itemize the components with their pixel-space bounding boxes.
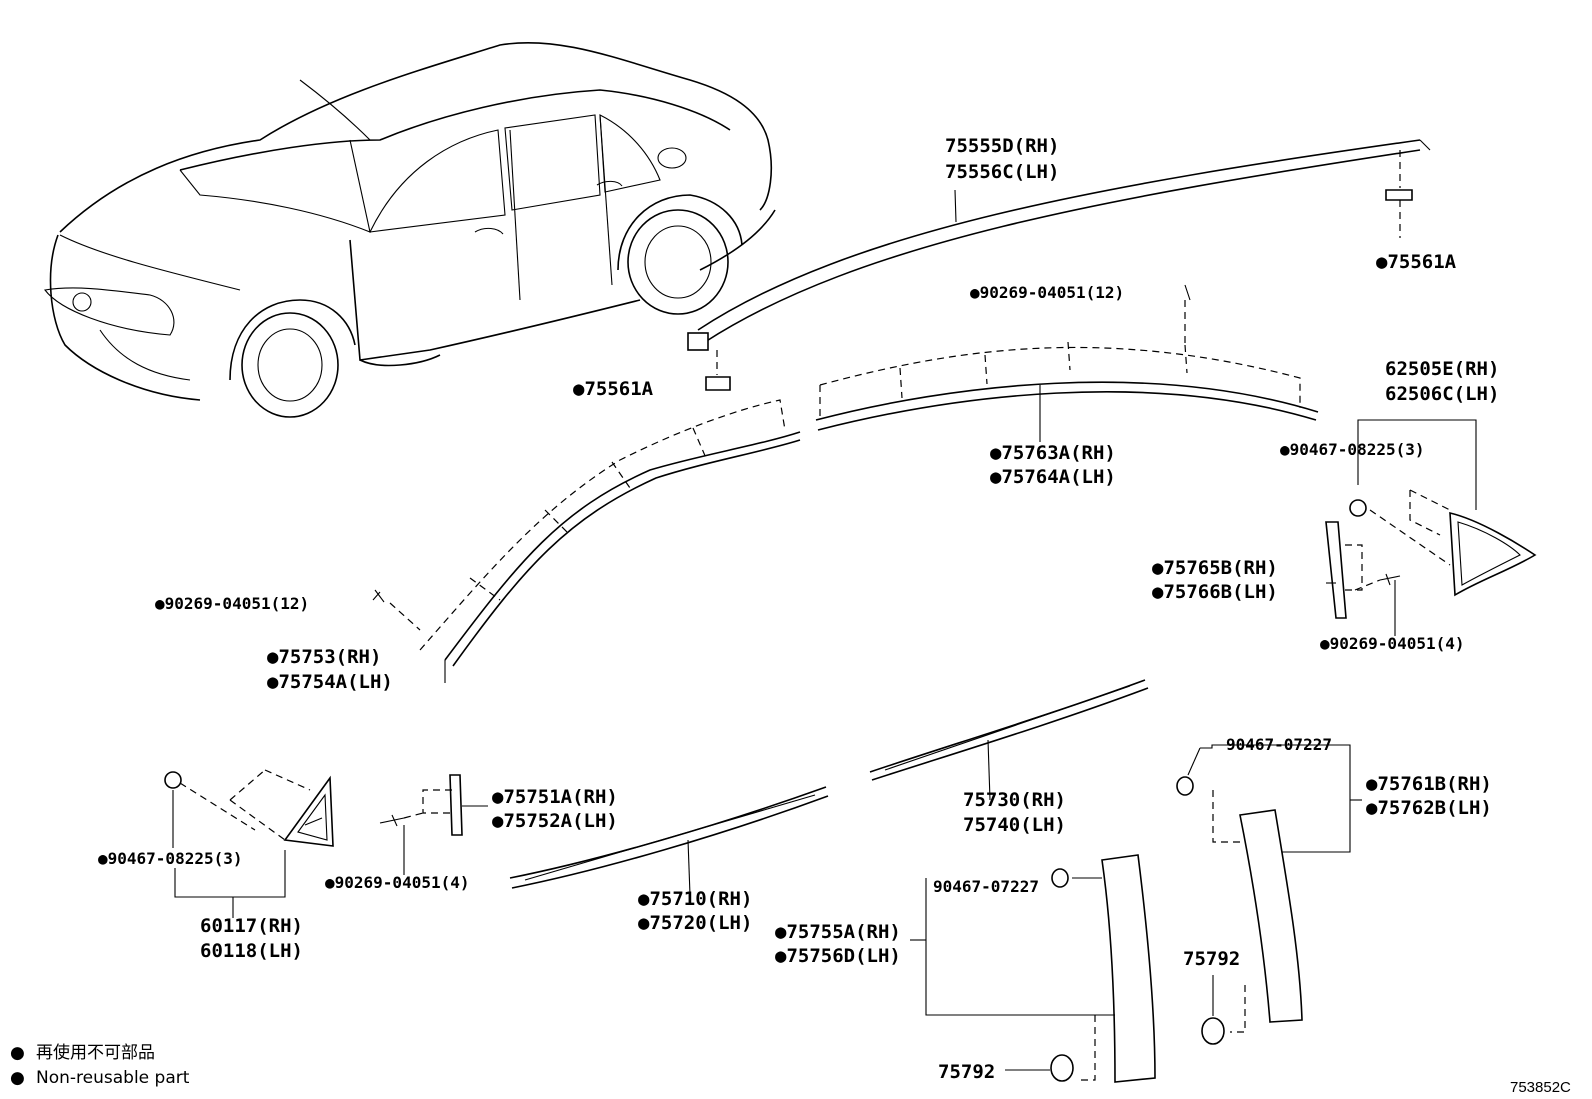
label-75763: ●75763A(RH): [990, 442, 1116, 464]
label-90269-top: ●90269-04051(12): [970, 283, 1124, 302]
pillar-garnish-75755: [910, 854, 1156, 1083]
diagram-code: 753852C: [1510, 1079, 1571, 1096]
molding-75763: [815, 284, 1319, 442]
label-90467-07227-center: 90467-07227: [933, 877, 1039, 896]
label-62505: 62505E(RH): [1385, 358, 1499, 380]
label-75765: ●75765B(RH): [1152, 557, 1278, 579]
label-90269-mid: ●90269-04051(12): [155, 594, 309, 613]
pillar-trim-75751: [379, 774, 488, 875]
label-75766: ●75766B(LH): [1152, 581, 1278, 603]
molding-75710: [509, 786, 829, 896]
legend-marker-1: ●: [10, 1043, 25, 1063]
label-75555: 75555D(RH): [945, 135, 1059, 157]
label-75556: 75556C(LH): [945, 161, 1059, 183]
label-75710: ●75710(RH): [638, 888, 752, 910]
car-illustration: [44, 41, 776, 418]
label-62506: 62506C(LH): [1385, 383, 1499, 405]
pillar-garnish-75761: [1176, 744, 1362, 1045]
legend-japanese: 再使用不可部品: [36, 1042, 155, 1063]
label-75730: 75730(RH): [963, 789, 1066, 811]
molding-75730: [869, 679, 1149, 801]
label-75792-right: 75792: [1183, 948, 1240, 970]
label-75761: ●75761B(RH): [1366, 773, 1492, 795]
label-75753: ●75753(RH): [267, 646, 381, 668]
legend-marker-2: ●: [10, 1068, 25, 1088]
label-75740: 75740(LH): [963, 814, 1066, 836]
label-75720: ●75720(LH): [638, 912, 752, 934]
molding-75753: [372, 399, 801, 683]
label-75751: ●75751A(RH): [492, 786, 618, 808]
label-90467-07227-right: 90467-07227: [1226, 735, 1332, 754]
label-90467-left: ●90467-08225(3): [98, 849, 243, 868]
quarter-trim-62505: [1325, 419, 1537, 636]
label-75792-bottom: 75792: [938, 1061, 995, 1083]
label-90269-right4: ●90269-04051(4): [1320, 634, 1465, 653]
label-75755: ●75755A(RH): [775, 921, 901, 943]
label-75561-right: ●75561A: [1376, 251, 1457, 273]
label-90467-right: ●90467-08225(3): [1280, 440, 1425, 459]
label-75764: ●75764A(LH): [990, 466, 1116, 488]
triangle-trim-60117: [164, 769, 334, 918]
label-75754: ●75754A(LH): [267, 671, 393, 693]
part-labels: 75555D(RH) 75556C(LH) ●75561A ●90269-040…: [98, 135, 1499, 1083]
legend-english: Non-reusable part: [36, 1068, 190, 1088]
label-75561-left: ●75561A: [573, 378, 654, 400]
label-75752: ●75752A(LH): [492, 810, 618, 832]
label-60117: 60117(RH): [200, 915, 303, 937]
legend: ● 再使用不可部品 ● Non-reusable part: [10, 1042, 190, 1088]
label-75762: ●75762B(LH): [1366, 797, 1492, 819]
roof-molding-75555: [687, 139, 1431, 391]
label-60118: 60118(LH): [200, 940, 303, 962]
label-90269-left4: ●90269-04051(4): [325, 873, 470, 892]
label-75756: ●75756D(LH): [775, 945, 901, 967]
